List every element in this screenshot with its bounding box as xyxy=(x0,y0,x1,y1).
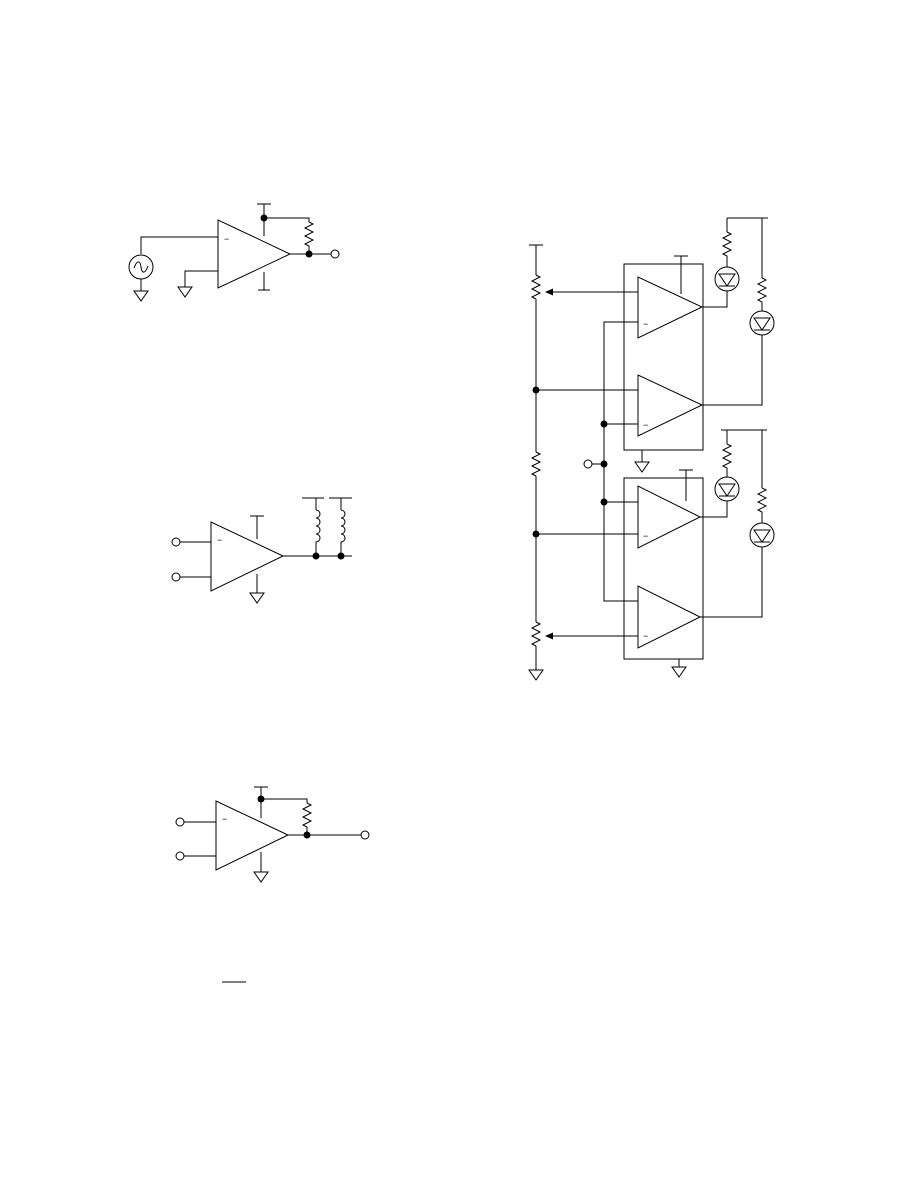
ground-symbol xyxy=(133,290,149,302)
ground-symbol xyxy=(177,286,193,298)
comparator-c-minus: − xyxy=(643,531,648,541)
opamp-1 xyxy=(217,219,292,289)
input-terminal-2b xyxy=(171,572,181,582)
ground-symbol xyxy=(528,669,544,681)
resistor-led-b xyxy=(756,277,768,311)
comparator-a-minus: − xyxy=(643,319,648,329)
comparator-d xyxy=(637,585,702,649)
resistor-divider-mid xyxy=(530,451,542,477)
ground-symbol xyxy=(634,461,650,473)
node xyxy=(600,498,608,506)
input-terminal-4 xyxy=(583,459,593,469)
potentiometer-top xyxy=(530,274,542,300)
led-b xyxy=(749,310,775,336)
led-d xyxy=(749,522,775,548)
node xyxy=(303,831,311,839)
node xyxy=(305,250,313,258)
output-terminal-3 xyxy=(360,830,370,840)
resistor-pullup-3 xyxy=(301,802,313,835)
resistor-led-d xyxy=(756,487,768,523)
output-terminal-1 xyxy=(330,249,340,259)
circuit-relay-driver: − xyxy=(171,497,352,604)
opamp-2-minus: − xyxy=(217,535,222,545)
potentiometer-bottom xyxy=(530,621,542,647)
relay-coil-2 xyxy=(340,509,346,556)
comparator-b-minus: − xyxy=(643,420,648,430)
opamp-2 xyxy=(210,521,285,592)
resistor-led-c xyxy=(721,443,733,477)
ic-package-1 xyxy=(623,263,704,451)
led-c xyxy=(714,476,740,502)
node xyxy=(600,420,608,428)
led-a xyxy=(714,266,740,292)
comparator-a xyxy=(637,276,704,339)
input-terminal-3a xyxy=(175,817,185,827)
comparator-d-minus: − xyxy=(643,631,648,641)
resistor-pullup-1 xyxy=(303,221,315,254)
input-terminal-3b xyxy=(175,851,185,861)
circuit-ac-source-comparator: − xyxy=(128,203,340,302)
ic-package-2 xyxy=(623,477,704,660)
circuit-window-comparator: − − − − xyxy=(528,217,775,681)
opamp-1-minus: − xyxy=(224,234,229,244)
comparator-b xyxy=(637,374,704,437)
input-terminal-2a xyxy=(171,537,181,547)
opamp-3-minus: − xyxy=(222,814,227,824)
ground-symbol xyxy=(671,666,687,678)
resistor-led-a xyxy=(721,231,733,267)
relay-coil-1 xyxy=(315,509,321,556)
circuit-pullup-comparator: − xyxy=(175,786,370,883)
opamp-3 xyxy=(215,800,290,871)
comparator-c xyxy=(637,485,702,549)
ground-symbol xyxy=(249,592,265,604)
ground-symbol xyxy=(253,871,269,883)
